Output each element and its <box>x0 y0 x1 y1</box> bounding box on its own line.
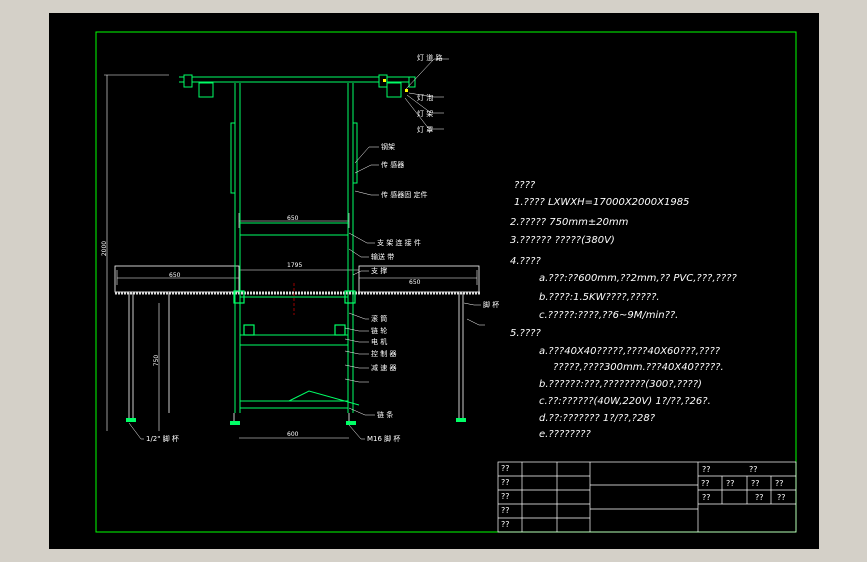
callout-reducer: 减 速 器 <box>371 364 397 372</box>
note-1: 1.???? LXWXH=17000X2000X1985 <box>514 197 690 208</box>
tb-label-5: ?? <box>501 520 510 529</box>
dim-main-length: 1795 <box>287 262 303 269</box>
callout-sensor: 传 感器 <box>381 161 405 169</box>
support-legs <box>128 293 464 423</box>
notes-title: ???? <box>514 180 536 191</box>
tb-right-mid-3: ?? <box>751 479 760 488</box>
note-5b: b.??????:???,????????(300?,????) <box>539 379 702 390</box>
callout-motor: 电 机 <box>371 338 388 346</box>
tb-label-3: ?? <box>501 492 510 501</box>
dim-right-ext: 650 <box>409 279 421 286</box>
tb-right-low-2: ?? <box>755 493 764 502</box>
callout-conveyor-belt: 输送 带 <box>371 253 395 261</box>
note-5a-cont: ?????,????300mm.???40X40?????. <box>553 362 724 373</box>
tb-right-low-1: ?? <box>702 493 711 502</box>
callout-sensor-mount: 传 感器固 定件 <box>381 191 428 199</box>
drive-units <box>233 290 356 336</box>
note-5c: c.??:??????(40W,220V) 1?/??,?26?. <box>539 396 711 407</box>
tb-right-top-1: ?? <box>702 465 711 474</box>
note-5: 5.???? <box>510 328 541 339</box>
dim-height: 2000 <box>101 240 109 257</box>
note-4c: c.?????:????,??6~9M/min??. <box>539 310 679 321</box>
drawing-border <box>95 31 797 533</box>
leg-feet <box>126 418 466 425</box>
leader-lines <box>128 58 485 440</box>
dim-base-width: 600 <box>287 431 299 438</box>
callout-sprocket: 链 轮 <box>371 327 388 335</box>
main-frame <box>179 76 409 413</box>
callout-support: 支 撑 <box>371 267 388 275</box>
note-4: 4.???? <box>510 256 541 267</box>
callout-foot-m16: M16 脚 杯 <box>367 435 401 443</box>
tb-right-top-2: ?? <box>749 465 758 474</box>
tb-right-mid-4: ?? <box>775 479 784 488</box>
tb-label-1: ?? <box>501 464 510 473</box>
callout-lamp-shade: 灯 罩 <box>417 126 434 134</box>
tb-right-low-3: ?? <box>777 493 786 502</box>
tb-right-mid-2: ?? <box>726 479 735 488</box>
title-block-grid <box>497 461 797 533</box>
lamp-fixtures <box>183 74 416 98</box>
note-5d: d.??:??????? 1?/??,?28? <box>539 413 656 424</box>
callout-lamp-bulb: 灯 泡 <box>417 94 434 102</box>
callout-lamp-holder: 灯 架 <box>417 110 434 118</box>
drawing-sheet: 650 1795 650 650 2000 750 600 灯 道 路 灯 泡 … <box>49 13 819 549</box>
tb-label-2: ?? <box>501 478 510 487</box>
lamp-highlights <box>383 79 408 92</box>
callout-foot-right: 脚 杯 <box>483 301 500 309</box>
callout-chain: 链 条 <box>377 411 394 419</box>
note-2: 2.????? 750mm±20mm <box>510 217 629 228</box>
dim-left-ext: 650 <box>169 272 181 279</box>
dim-work-height: 750 <box>153 354 161 367</box>
dim-top-width: 650 <box>287 215 299 222</box>
note-5a: a.???40X40?????,????40X60???,???? <box>539 346 721 357</box>
note-4a: a.???:??600mm,??2mm,?? PVC,???,???? <box>539 273 737 284</box>
note-5e: e.???????? <box>539 429 591 440</box>
callout-foot-half-inch: 1/2" 脚 杯 <box>146 435 179 443</box>
callout-roller: 滚 筒 <box>371 315 388 323</box>
note-3: 3.?????? ?????(380V) <box>510 235 615 246</box>
callout-steel-frame: 钢架 <box>381 143 395 151</box>
dimension-lines <box>104 74 478 439</box>
tb-right-mid-1: ?? <box>701 479 710 488</box>
cad-drawing <box>95 31 797 533</box>
note-4b: b.????:1.5KW????,?????. <box>539 292 660 303</box>
callout-bracket-joint: 支 架 连 接 件 <box>377 239 421 247</box>
callout-lamp-track: 灯 道 路 <box>417 54 443 62</box>
tb-label-4: ?? <box>501 506 510 515</box>
callout-controller: 控 制 器 <box>371 350 397 358</box>
